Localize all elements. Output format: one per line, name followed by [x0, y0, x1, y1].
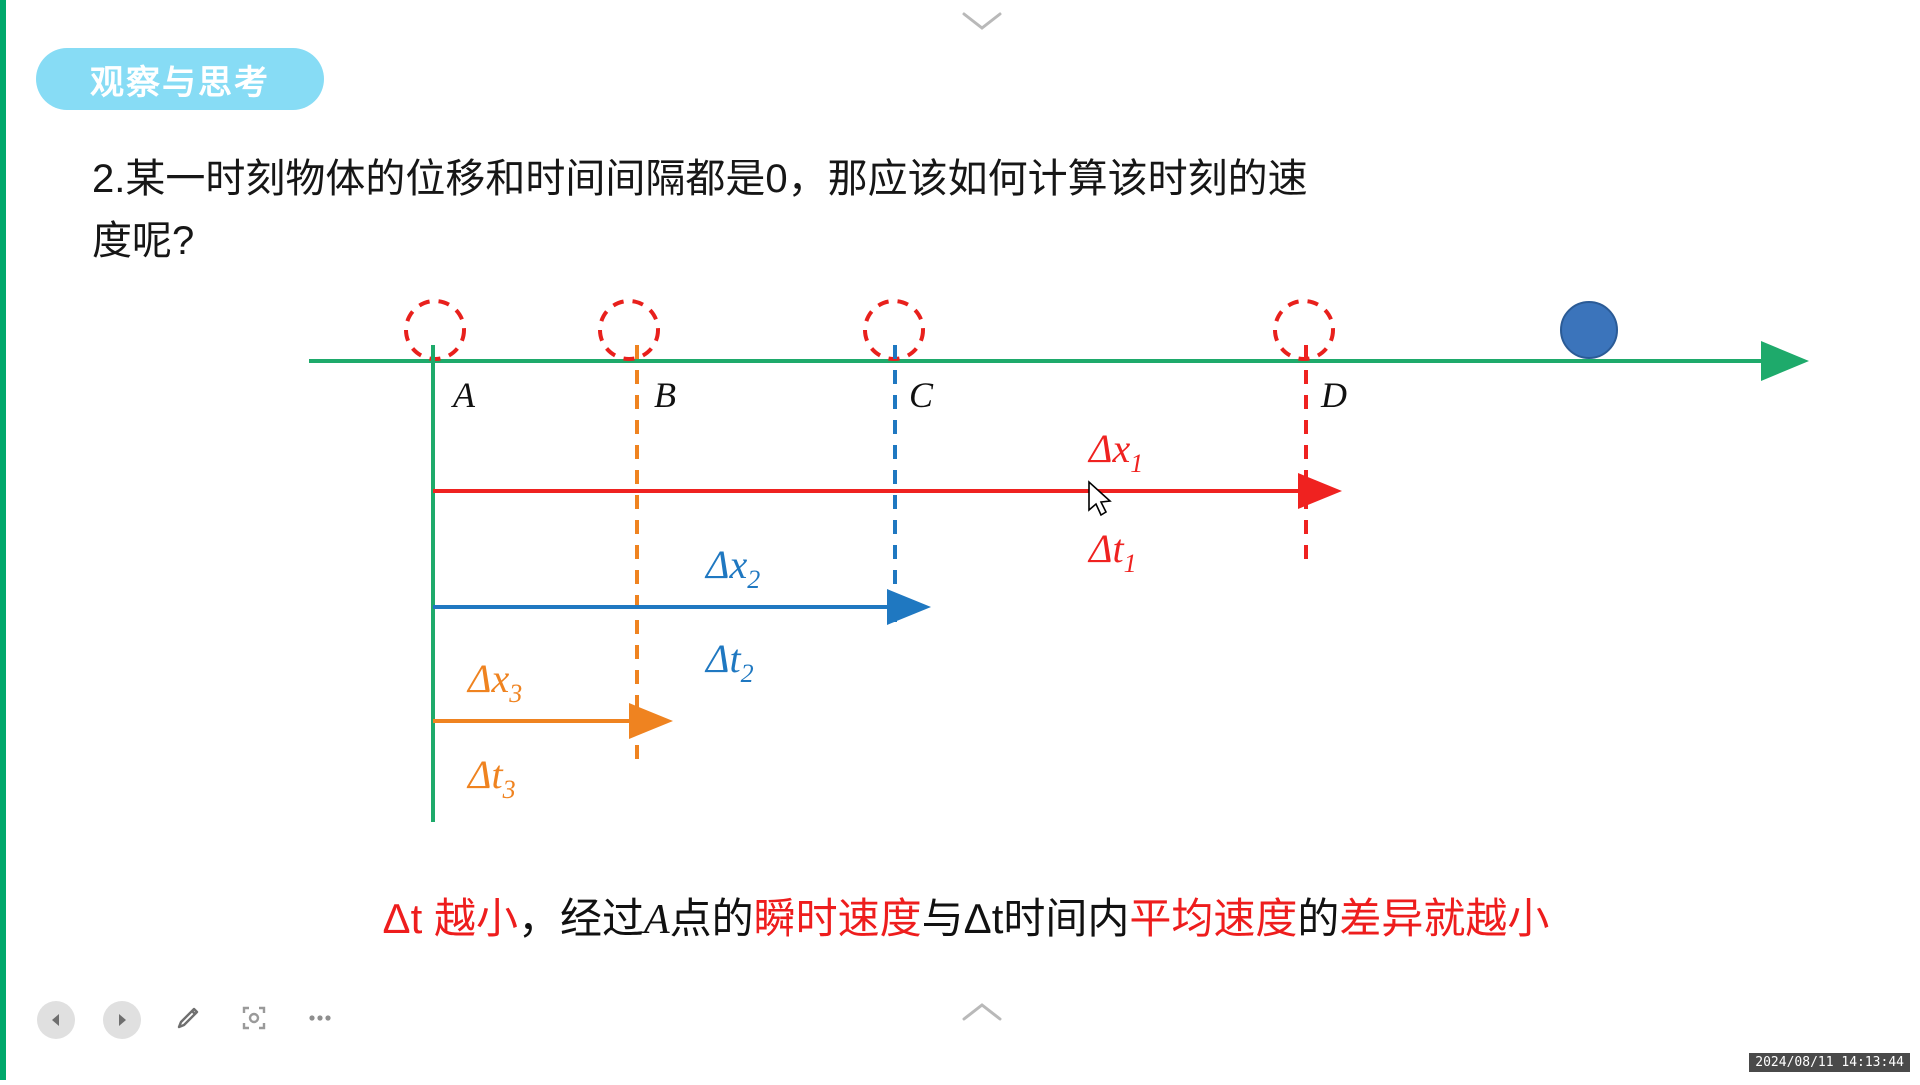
conclusion-seg-8: 的: [1297, 895, 1340, 942]
conclusion-text: Δt 越小，经过A点的瞬时速度与Δt时间内平均速度的差异就越小: [6, 885, 1920, 946]
interval-3-time-label: Δt3: [466, 752, 516, 804]
previous-icon: [37, 1001, 75, 1039]
player-toolbar: [36, 1000, 340, 1040]
question-line-2: 度呢?: [92, 219, 195, 263]
conclusion-seg-9: 差异就越小: [1339, 895, 1550, 942]
interval-1-time-label: Δt1: [1087, 526, 1137, 578]
question-text: 2.某一时刻物体的位移和时间间隔都是0，那应该如何计算该时刻的速 度呢?: [92, 148, 1812, 272]
conclusion-seg-1: Δt 越小: [382, 895, 518, 942]
section-badge-label: 观察与思考: [90, 63, 270, 102]
moving-object-ball: [1560, 301, 1618, 359]
section-badge: 观察与思考: [36, 48, 324, 110]
collapse-bottom-chevron-icon[interactable]: [952, 1000, 1012, 1026]
timestamp-overlay: 2024/08/11 14:13:44: [1749, 1053, 1910, 1072]
play-icon: [103, 1001, 141, 1039]
conclusion-seg-6: 与Δt时间内: [921, 895, 1130, 942]
conclusion-seg-2: ，经过: [517, 895, 644, 942]
question-line-1: 2.某一时刻物体的位移和时间间隔都是0，那应该如何计算该时刻的速: [92, 157, 1308, 201]
interval-2-time-label: Δt2: [704, 636, 754, 688]
marker-circle-c: [863, 299, 925, 361]
conclusion-seg-7: 平均速度: [1129, 895, 1298, 942]
play-button[interactable]: [102, 1000, 142, 1040]
marker-circle-b: [598, 299, 660, 361]
axis-label-a: A: [451, 375, 476, 415]
conclusion-seg-4: 点的: [669, 895, 754, 942]
axis-label-c: C: [909, 375, 934, 415]
axis-label-d: D: [1320, 375, 1347, 415]
pen-icon: [173, 1003, 203, 1038]
collapse-top-chevron-icon[interactable]: [952, 8, 1012, 34]
pen-button[interactable]: [168, 1000, 208, 1040]
marker-circle-a: [404, 299, 466, 361]
marker-circle-d: [1273, 299, 1335, 361]
capture-icon: [239, 1003, 269, 1038]
interval-2-displacement-label: Δx2: [704, 542, 760, 594]
more-icon: [305, 1003, 335, 1038]
interval-1-displacement-label: Δx1: [1087, 426, 1143, 478]
interval-3-displacement-label: Δx3: [466, 656, 522, 708]
conclusion-seg-3: A: [643, 897, 670, 943]
axis-label-b: B: [654, 375, 676, 415]
conclusion-seg-5: 瞬时速度: [753, 895, 922, 942]
capture-button[interactable]: [234, 1000, 274, 1040]
mouse-cursor: [1088, 480, 1112, 517]
previous-button[interactable]: [36, 1000, 76, 1040]
more-button[interactable]: [300, 1000, 340, 1040]
